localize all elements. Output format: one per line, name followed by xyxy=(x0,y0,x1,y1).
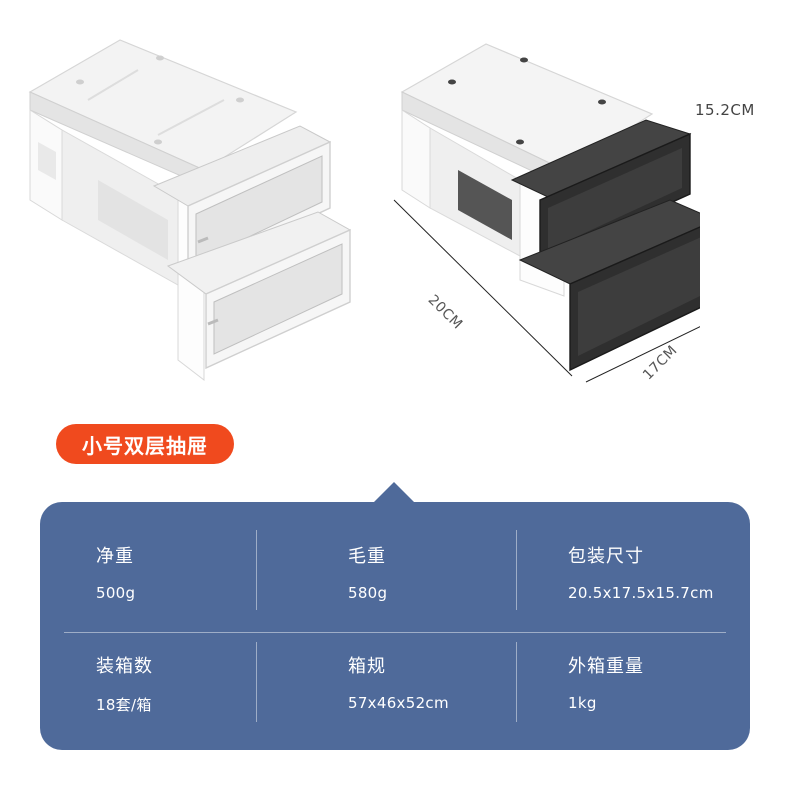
spec-net-weight: 净重 500g xyxy=(96,542,316,602)
spec-col-divider xyxy=(516,642,517,722)
spec-col-divider xyxy=(256,530,257,610)
spec-value: 500g xyxy=(96,584,136,602)
spec-package-size: 包装尺寸 20.5x17.5x15.7cm xyxy=(568,542,788,602)
spec-value: 18套/箱 xyxy=(96,696,152,714)
spec-label: 装箱数 xyxy=(96,656,153,677)
black-drawer-product-image xyxy=(390,30,752,390)
spec-card-notch xyxy=(372,482,416,504)
spec-col-divider xyxy=(516,530,517,610)
spec-card: 净重 500g 毛重 580g 包装尺寸 20.5x17.5x15.7cm 装箱… xyxy=(40,502,750,750)
white-drawer-product-image xyxy=(28,30,368,390)
spec-label: 箱规 xyxy=(348,656,386,677)
spec-label: 净重 xyxy=(96,546,134,567)
spec-value: 57x46x52cm xyxy=(348,694,449,712)
spec-label: 包装尺寸 xyxy=(568,546,644,567)
spec-box-size: 箱规 57x46x52cm xyxy=(348,652,568,712)
spec-units-per-box: 装箱数 18套/箱 xyxy=(96,652,316,715)
spec-row-divider xyxy=(64,632,726,633)
spec-label: 毛重 xyxy=(348,546,386,567)
product-size-badge: 小号双层抽屉 xyxy=(56,424,234,464)
spec-label: 外箱重量 xyxy=(568,656,644,677)
spec-box-weight: 外箱重量 1kg xyxy=(568,652,788,712)
spec-value: 20.5x17.5x15.7cm xyxy=(568,584,714,602)
spec-value: 580g xyxy=(348,584,388,602)
spec-value: 1kg xyxy=(568,694,597,712)
height-dimension-label: 15.2CM xyxy=(695,101,755,119)
spec-gross-weight: 毛重 580g xyxy=(348,542,568,602)
spec-col-divider xyxy=(256,642,257,722)
